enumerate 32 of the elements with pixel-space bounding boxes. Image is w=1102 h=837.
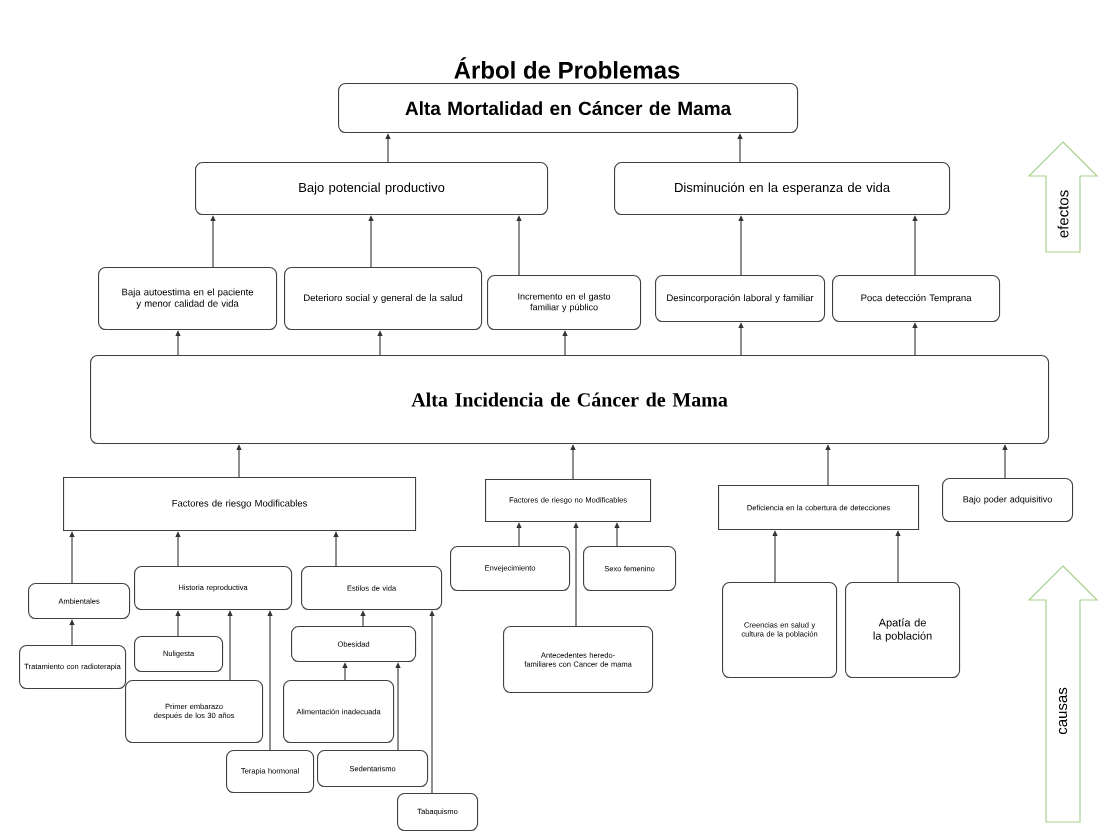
box: Bajo potencial productivo bbox=[195, 162, 549, 216]
arrow bbox=[236, 444, 242, 478]
box: Desincorporación laboral y familiar bbox=[655, 275, 826, 323]
problem-box: Alta Incidencia de Cáncer de Mama bbox=[90, 355, 1050, 445]
title-box: Alta Mortalidad en Cáncer de Mama bbox=[338, 83, 799, 134]
arrow-label: causas bbox=[1058, 687, 1068, 735]
arrow bbox=[1002, 444, 1008, 479]
arrow bbox=[333, 531, 339, 567]
box: Factores de riesgo Modificables bbox=[63, 477, 417, 532]
arrow bbox=[895, 530, 901, 583]
arrow bbox=[377, 330, 383, 356]
box: Poca detección Temprana bbox=[832, 275, 1001, 323]
box: Apatía de la población bbox=[845, 582, 961, 679]
arrow bbox=[772, 530, 778, 583]
title: Árbol de Problemas bbox=[454, 57, 680, 79]
arrow bbox=[69, 619, 75, 646]
arrow bbox=[912, 322, 918, 356]
arrow bbox=[562, 330, 568, 356]
box: Baja autoestima en el paciente y menor calidad de vida bbox=[98, 267, 278, 331]
arrow bbox=[175, 531, 181, 567]
arrow bbox=[738, 322, 744, 356]
arrow bbox=[570, 444, 576, 480]
arrow bbox=[175, 330, 181, 356]
box: Disminución en la esperanza de vida bbox=[614, 162, 951, 216]
arrow bbox=[395, 662, 401, 751]
arrow bbox=[69, 531, 75, 584]
box: Incremento en el gasto familiar y público bbox=[487, 275, 642, 331]
box: Deterioro social y general de la salud bbox=[284, 267, 483, 331]
arrow bbox=[342, 662, 348, 681]
box: Bajo poder adquisitivo bbox=[942, 478, 1074, 523]
arrow-label: efectos bbox=[1057, 190, 1069, 238]
arrow bbox=[825, 444, 831, 486]
